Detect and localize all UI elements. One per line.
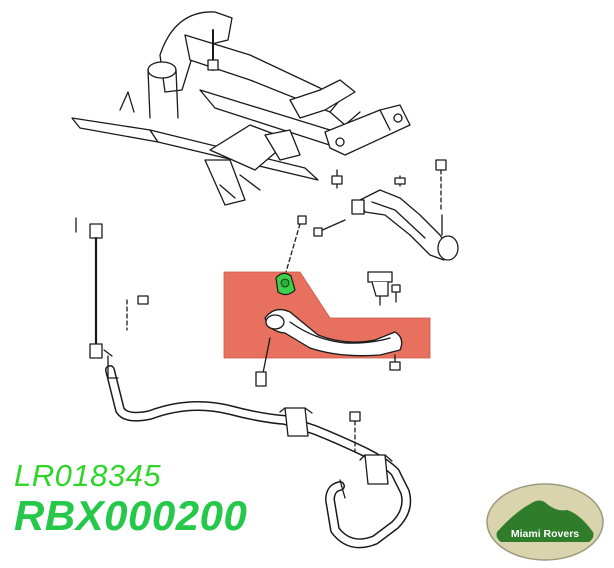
bar-bushing-left xyxy=(279,407,313,437)
logo-text-container: Miami Rovers xyxy=(485,482,605,562)
bar-bushing-right xyxy=(359,454,393,485)
highlight-panel xyxy=(223,271,431,359)
lower-control-arm xyxy=(264,308,403,357)
stabilizer-link xyxy=(75,217,113,359)
bushing-highlight xyxy=(275,272,296,296)
mountain-icon xyxy=(497,500,593,532)
brace-bolt xyxy=(331,169,406,189)
ball-joint xyxy=(367,271,401,306)
brace-plate xyxy=(324,104,411,156)
miami-rovers-logo xyxy=(486,483,604,561)
part-number-primary: LR018345 xyxy=(14,458,162,493)
upper-control-arm xyxy=(313,159,459,261)
upper-bolt xyxy=(285,215,307,273)
anti-roll-bar xyxy=(105,365,412,549)
arm-lower-bolt xyxy=(255,337,401,387)
logo-text: Miami Rovers xyxy=(510,528,580,540)
front-subframe xyxy=(71,11,361,206)
stabilizer-nut xyxy=(126,295,149,331)
bar-clamp-bolt xyxy=(107,355,361,499)
part-number-secondary: RBX000200 xyxy=(14,492,248,539)
